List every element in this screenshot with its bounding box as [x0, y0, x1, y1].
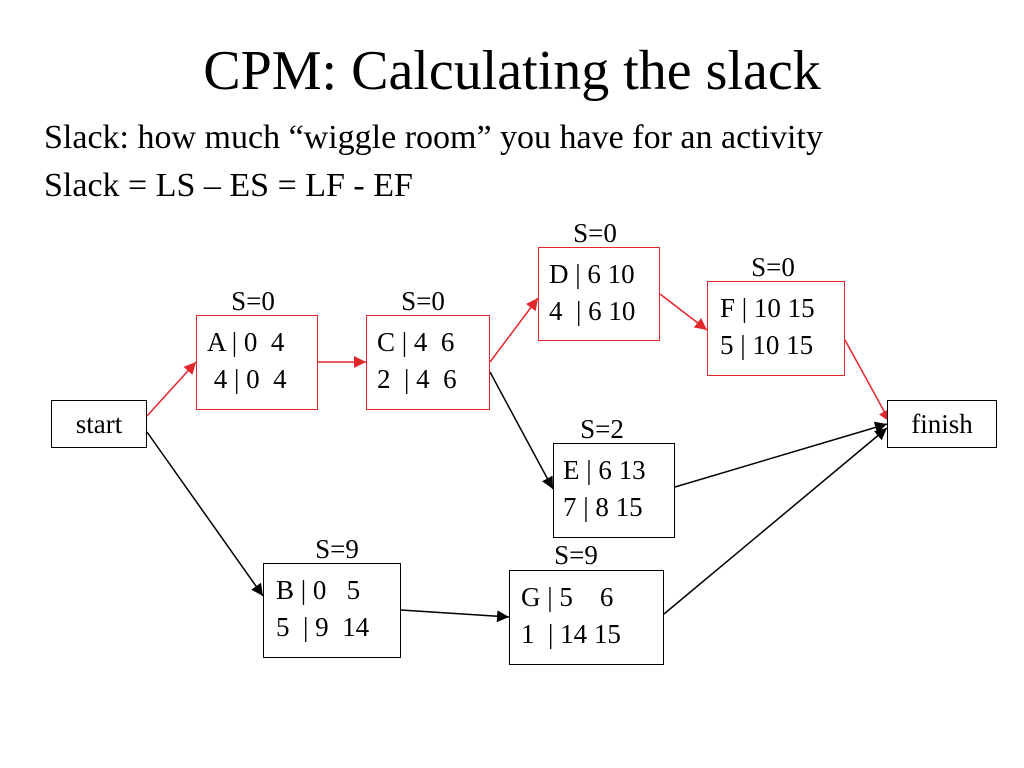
slack-d: S=0 [573, 218, 617, 248]
node-f: F | 10 15 5 | 10 15 [707, 281, 845, 376]
slack-b: S=9 [315, 534, 359, 564]
node-g: G | 5 6 1 | 14 15 [509, 570, 664, 665]
slack-f: S=0 [751, 252, 795, 282]
node-start: start [51, 400, 147, 448]
node-c-late: 2 | 4 6 [377, 364, 457, 394]
node-d-early: D | 6 10 [549, 259, 635, 289]
node-finish: finish [887, 400, 997, 448]
node-d-late: 4 | 6 10 [549, 296, 636, 326]
node-g-late: 1 | 14 15 [521, 619, 621, 649]
node-g-early: G | 5 6 [521, 582, 614, 612]
node-e-early: E | 6 13 [563, 455, 646, 485]
node-a: A | 0 4 4 | 0 4 [196, 315, 318, 410]
edge-c-d [489, 297, 539, 363]
node-e: E | 6 13 7 | 8 15 [553, 443, 675, 538]
edge-c-e [489, 371, 554, 490]
edge-start-a [146, 361, 197, 417]
slack-e: S=2 [580, 414, 624, 444]
node-a-early: A | 0 4 [207, 327, 285, 357]
node-finish-label: finish [911, 409, 973, 439]
node-f-early: F | 10 15 [720, 293, 815, 323]
node-c-early: C | 4 6 [377, 327, 455, 357]
node-d: D | 6 10 4 | 6 10 [538, 247, 660, 341]
edge-e-finish [674, 421, 888, 488]
node-f-late: 5 | 10 15 [720, 330, 814, 360]
node-c: C | 4 6 2 | 4 6 [366, 315, 490, 410]
node-e-late: 7 | 8 15 [563, 492, 643, 522]
node-start-label: start [75, 409, 123, 439]
edge-start-b [146, 431, 264, 597]
edge-g-finish [663, 427, 888, 615]
edge-d-f [659, 293, 708, 331]
node-b: B | 0 5 5 | 9 14 [263, 563, 401, 658]
edge-b-g [400, 609, 510, 623]
node-a-late: 4 | 0 4 [207, 364, 287, 394]
slack-formula: Slack = LS – ES = LF - EF [44, 167, 413, 204]
slack-c: S=0 [401, 286, 445, 316]
edge-f-finish [844, 339, 891, 423]
slack-a: S=0 [231, 286, 275, 316]
node-b-late: 5 | 9 14 [276, 612, 370, 642]
slack-definition: Slack: how much “wiggle room” you have f… [44, 119, 823, 156]
slide-title: CPM: Calculating the slack [203, 40, 821, 102]
node-b-early: B | 0 5 [276, 575, 361, 605]
slack-g: S=9 [554, 540, 598, 570]
